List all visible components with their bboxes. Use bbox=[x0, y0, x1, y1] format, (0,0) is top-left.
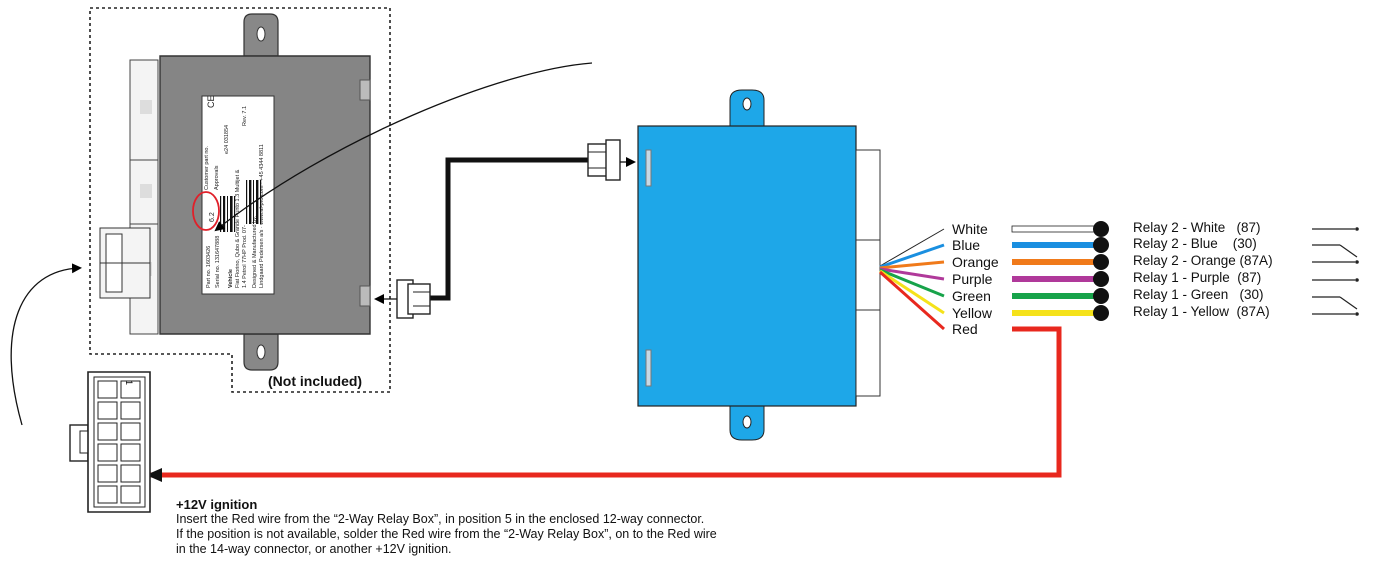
control-unit: Part no. 1603426 Serial no. 131647888 Ve… bbox=[99, 13, 371, 371]
red-wire-run bbox=[150, 326, 1062, 478]
rev-highlight-circle bbox=[192, 191, 220, 231]
pin-1-label: 1 bbox=[124, 380, 134, 385]
red-wire-arrowhead bbox=[146, 468, 162, 482]
cable-connector-right bbox=[587, 139, 621, 181]
fan-wire-red bbox=[879, 270, 945, 331]
sticker-serial: Serial no. 131647888 bbox=[215, 236, 221, 288]
note-line-2: If the position is not available, solder… bbox=[176, 527, 717, 541]
terminal-dot-purple bbox=[1093, 271, 1109, 287]
note-line-3: in the 14-way connector, or another +12V… bbox=[176, 542, 452, 556]
wire-run-white bbox=[1011, 225, 1101, 233]
connector-pin bbox=[97, 380, 118, 399]
connector-pin bbox=[120, 401, 141, 420]
fan-wire-blue bbox=[879, 243, 945, 269]
connector-pin bbox=[97, 443, 118, 462]
wire-label-yellow: Yellow bbox=[952, 305, 993, 321]
terminal-dot-green bbox=[1093, 288, 1109, 304]
relay-labels: Relay 2 - White (87)Relay 2 - Blue (30) R… bbox=[1133, 220, 1273, 319]
sticker-customer-part: Customer part no. bbox=[204, 146, 210, 190]
connector-pin bbox=[97, 485, 118, 504]
wire-label-white: White bbox=[952, 221, 988, 237]
ignition-note: +12V ignition Insert the Red wire from t… bbox=[176, 497, 717, 557]
connector-pin bbox=[97, 422, 118, 441]
terminal-dot-yellow bbox=[1093, 305, 1109, 321]
relay-label-6: Relay 1 - Yellow (87A) bbox=[1133, 304, 1270, 319]
connector-pin bbox=[120, 464, 141, 483]
wire-runs bbox=[1011, 221, 1109, 321]
sticker-vehicle-header: Vehicle bbox=[228, 269, 234, 288]
sticker-rev: 6.2 bbox=[209, 212, 216, 222]
connector-pin bbox=[120, 443, 141, 462]
sticker-vehicle-line2: 1.4 Petrol 77HP Prod. 07- bbox=[242, 225, 248, 288]
relay-1-switch bbox=[1312, 278, 1359, 316]
wire-label-green: Green bbox=[952, 288, 991, 304]
connector-pin bbox=[97, 464, 118, 483]
fan-wire-purple bbox=[879, 267, 945, 281]
wire-label-orange: Orange bbox=[952, 254, 999, 270]
fan-wire-green bbox=[879, 268, 945, 298]
relay-2-switch bbox=[1312, 227, 1359, 264]
terminal-dot-white bbox=[1093, 221, 1109, 237]
terminal-dot-orange bbox=[1093, 254, 1109, 270]
sticker-approval-code: e24 031854 bbox=[224, 125, 230, 154]
sticker-designer-line2: Lindgaard Pedersen a/s · www.al-pro.com … bbox=[259, 144, 265, 288]
connector-arrow bbox=[10, 263, 82, 426]
wire-label-purple: Purple bbox=[952, 271, 993, 287]
connector-pin bbox=[120, 485, 141, 504]
harness-cable bbox=[430, 157, 588, 301]
12-way-connector: 1 bbox=[69, 371, 151, 513]
not-included-border bbox=[89, 7, 391, 393]
terminal-dot-blue bbox=[1093, 237, 1109, 253]
wire-run-green bbox=[1012, 293, 1100, 299]
wire-run-purple bbox=[1012, 276, 1100, 282]
wire-run-yellow bbox=[1012, 310, 1100, 316]
sticker-part-no: Part no. 1603426 bbox=[206, 246, 212, 288]
relay-label-1: Relay 2 - White (87) bbox=[1133, 220, 1261, 235]
wire-label-blue: Blue bbox=[952, 237, 980, 253]
pointer-arrow bbox=[214, 62, 593, 232]
wire-fan bbox=[879, 228, 945, 331]
connector-pin bbox=[120, 422, 141, 441]
relay-label-5: Relay 1 - Green (30) bbox=[1133, 287, 1264, 302]
sticker-designer-line1: Designed & Manufactured by: bbox=[252, 215, 258, 288]
note-line-1: Insert the Red wire from the “2-Way Rela… bbox=[176, 512, 705, 526]
not-included-label: (Not included) bbox=[268, 373, 362, 389]
relay-label-3: Relay 2 - Orange (87A) bbox=[1133, 253, 1273, 268]
sticker-approvals: Approvals bbox=[214, 165, 220, 190]
relay-label-2: Relay 2 - Blue (30) bbox=[1133, 236, 1257, 251]
fan-wire-white bbox=[879, 228, 945, 267]
pin-grid bbox=[97, 380, 141, 504]
wire-run-blue bbox=[1012, 242, 1100, 248]
connector-pin bbox=[97, 401, 118, 420]
sticker-vehicle-line1: Fiat Fiorino, Qubo & Grande Punto 1.3 Mu… bbox=[235, 169, 241, 288]
sticker-rev-label: Rev. 7.1 bbox=[242, 106, 248, 126]
connector-pin bbox=[120, 380, 141, 399]
relay-label-4: Relay 1 - Purple (87) bbox=[1133, 270, 1261, 285]
note-heading: +12V ignition bbox=[176, 497, 258, 512]
wire-label-red: Red bbox=[952, 321, 978, 337]
fan-wire-orange bbox=[879, 260, 945, 270]
relay-box bbox=[637, 89, 881, 441]
cable-connector-left bbox=[396, 279, 431, 319]
ce-mark: CE bbox=[206, 95, 216, 108]
wire-run-orange bbox=[1012, 259, 1100, 265]
fan-wire-yellow bbox=[879, 269, 945, 315]
